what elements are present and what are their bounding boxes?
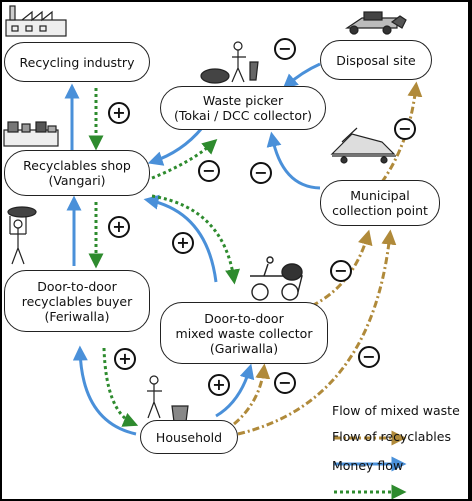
plus-symbol: +	[212, 375, 226, 394]
recyclables-flows	[64, 62, 407, 472]
flow-collector-to-shop	[143, 194, 218, 283]
flow-municipal-to-picker	[266, 131, 321, 190]
node-recyclables-shop-line2: (Vangari)	[48, 173, 106, 188]
plus-badge: +	[108, 216, 130, 238]
node-disposal-site-label: Disposal site	[336, 52, 416, 68]
minus-badge: −	[330, 260, 352, 282]
garbage-truck-icon	[330, 127, 396, 164]
node-door-buyer-line1: Door-to-door	[37, 278, 117, 294]
legend-recyclables-label: Flow of recyclables	[332, 429, 451, 444]
plus-badge: +	[208, 374, 230, 396]
plus-badge: +	[108, 102, 130, 124]
factory-icon	[5, 5, 67, 37]
node-municipal-point: Municipal collection point	[320, 180, 440, 226]
plus-badge: +	[172, 232, 194, 254]
node-door-buyer-line3: (Feriwalla)	[44, 308, 110, 324]
plus-symbol: +	[112, 103, 126, 122]
plus-symbol: +	[118, 349, 132, 368]
cart-icon	[250, 256, 303, 301]
flow-household-to-buyer	[72, 345, 137, 436]
minus-symbol: −	[278, 373, 292, 392]
node-municipal-point-line1: Municipal	[350, 188, 410, 203]
waste-picker-icon	[200, 41, 259, 84]
node-door-buyer-line2: recyclables buyer	[21, 293, 133, 309]
minus-badge: −	[198, 160, 220, 182]
node-disposal-site: Disposal site	[320, 40, 432, 80]
money-shop-to-picker	[151, 138, 218, 180]
minus-badge: −	[358, 346, 380, 368]
minus-badge: −	[274, 372, 296, 394]
plus-symbol: +	[112, 217, 126, 236]
minus-symbol: −	[362, 347, 376, 366]
minus-symbol: −	[202, 161, 216, 180]
minus-badge: −	[274, 38, 296, 60]
node-household-label: Household	[155, 429, 223, 445]
flow-disposal-to-picker	[282, 62, 321, 89]
mixed-waste-flows	[233, 81, 423, 446]
node-waste-picker-line2: (Tokai / DCC collector)	[174, 108, 312, 123]
node-door-collector-line2: mixed waste collector	[175, 325, 313, 341]
legend-mixed-waste-label: Flow of mixed waste	[332, 403, 460, 418]
minus-symbol: −	[254, 163, 268, 182]
minus-symbol: −	[334, 261, 348, 280]
mixed-household-to-collector	[233, 363, 271, 426]
flow-picker-to-shop	[147, 127, 204, 166]
plus-symbol: +	[176, 233, 190, 252]
node-recyclables-shop: Recyclables shop (Vangari)	[4, 150, 150, 196]
money-flows	[88, 88, 407, 499]
minus-symbol: −	[278, 39, 292, 58]
node-recycling-industry-label: Recycling industry	[19, 54, 135, 70]
minus-badge: −	[250, 162, 272, 184]
plus-badge: +	[114, 348, 136, 370]
node-door-buyer: Door-to-door recyclables buyer (Feriwall…	[4, 270, 150, 332]
flow-household-to-collector	[215, 363, 255, 418]
money-buyer-to-household	[102, 347, 139, 427]
diagram-canvas: Recycling industry Disposal site Waste p…	[2, 2, 468, 499]
node-door-collector: Door-to-door mixed waste collector (Gari…	[160, 302, 328, 364]
node-door-collector-line3: (Gariwalla)	[209, 340, 279, 356]
person-with-bin-icon	[147, 375, 189, 423]
node-household: Household	[140, 420, 238, 454]
mixed-household-to-municipal	[237, 229, 397, 436]
minus-badge: −	[394, 118, 416, 140]
truck-icon	[345, 11, 407, 35]
minus-symbol: −	[398, 119, 412, 138]
buyer-person-icon	[7, 206, 37, 265]
node-waste-picker: Waste picker (Tokai / DCC collector)	[160, 86, 326, 130]
node-municipal-point-line2: collection point	[332, 203, 428, 218]
node-recycling-industry: Recycling industry	[4, 42, 150, 82]
node-door-collector-line1: Door-to-door	[204, 310, 284, 326]
node-waste-picker-line1: Waste picker	[202, 93, 284, 108]
legend-money-label: Money flow	[332, 458, 404, 473]
node-recyclables-shop-line1: Recyclables shop	[23, 158, 131, 173]
shop-icon	[3, 121, 59, 147]
